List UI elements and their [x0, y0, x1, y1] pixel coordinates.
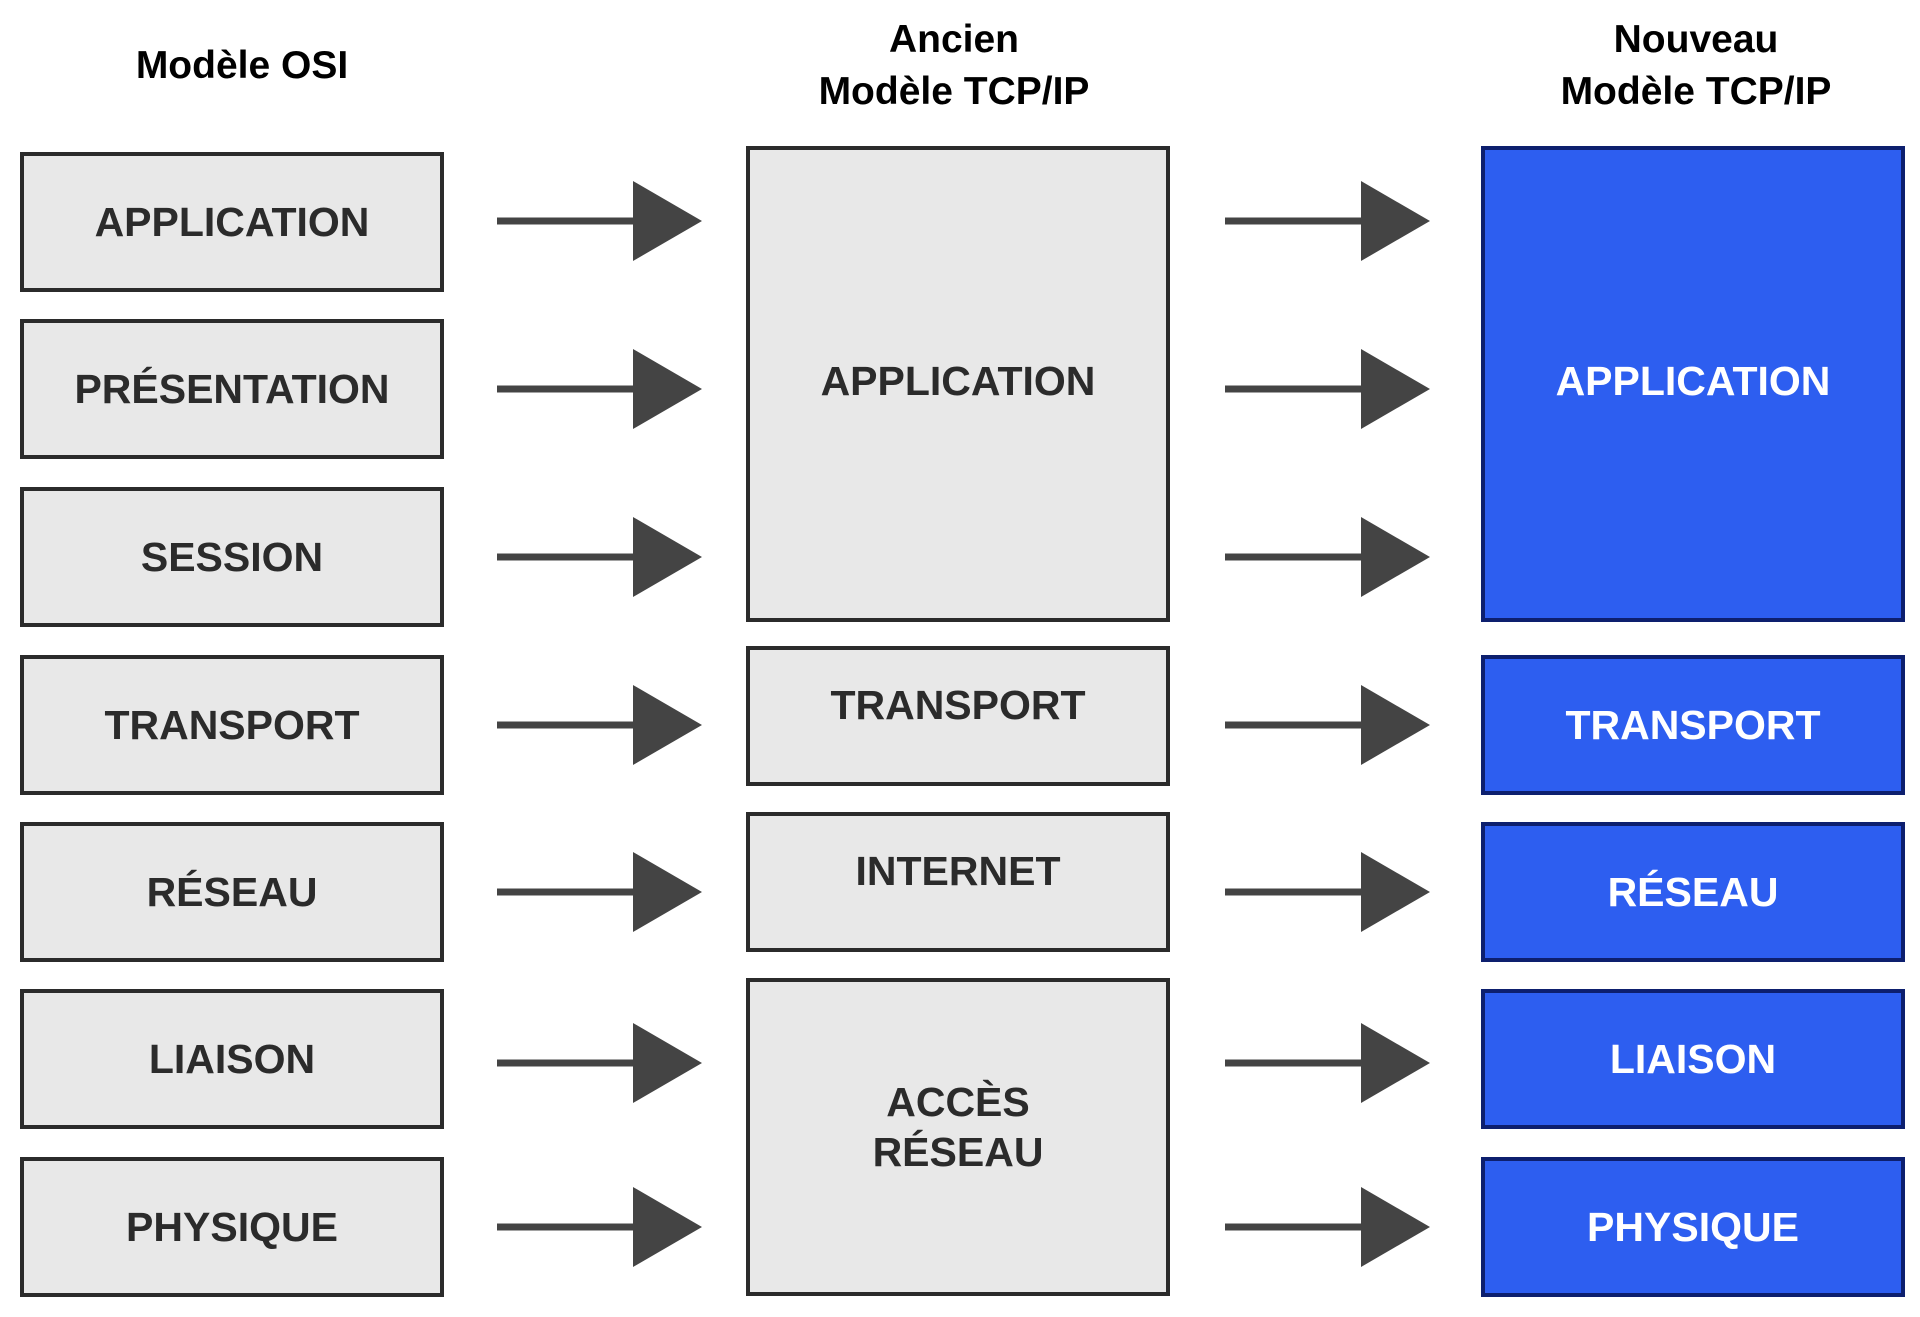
arrow-icon: [497, 685, 702, 765]
old-tcpip-layer-acces-reseau: ACCÈS RÉSEAU: [746, 978, 1170, 1296]
osi-layer-label: APPLICATION: [94, 199, 370, 245]
osi-title-line-1: Modèle OSI: [135, 44, 349, 87]
old-tcpip-layer-internet: INTERNET: [746, 812, 1170, 952]
osi-layer-label: PHYSIQUE: [126, 1204, 338, 1250]
arrow-icon: [497, 181, 702, 261]
arrow-icon: [1225, 852, 1430, 932]
osi-layer-transport: TRANSPORT: [20, 655, 444, 795]
arrow-icon: [1225, 1023, 1430, 1103]
old-tcpip-title-line-2: Modèle TCP/IP: [818, 70, 1090, 113]
new-tcpip-layer-reseau: RÉSEAU: [1481, 822, 1905, 962]
osi-layer-label: PRÉSENTATION: [74, 366, 390, 412]
old-tcpip-column-title: Ancien Modèle TCP/IP: [704, 14, 1204, 118]
osi-layer-label: TRANSPORT: [104, 702, 360, 748]
arrow-icon: [497, 1023, 702, 1103]
new-tcpip-title-line-1: Nouveau: [1613, 18, 1779, 61]
osi-layer-application: APPLICATION: [20, 152, 444, 292]
osi-layer-label: RÉSEAU: [146, 869, 318, 915]
arrow-icon: [1225, 349, 1430, 429]
osi-layer-presentation: PRÉSENTATION: [20, 319, 444, 459]
osi-layer-label: SESSION: [140, 534, 324, 580]
new-tcpip-layer-label: PHYSIQUE: [1587, 1204, 1799, 1250]
arrow-icon: [1225, 517, 1430, 597]
arrow-icon: [1225, 181, 1430, 261]
new-tcpip-layer-label: LIAISON: [1609, 1036, 1777, 1082]
osi-layer-label: LIAISON: [148, 1036, 316, 1082]
new-tcpip-layer-label: APPLICATION: [1555, 357, 1831, 404]
old-tcpip-layer-label: TRANSPORT: [830, 682, 1086, 728]
new-tcpip-layer-application: APPLICATION: [1481, 146, 1905, 622]
old-tcpip-layer-application: APPLICATION: [746, 146, 1170, 622]
new-tcpip-title-line-2: Modèle TCP/IP: [1560, 70, 1832, 113]
old-tcpip-layer-label: APPLICATION: [820, 357, 1096, 404]
new-tcpip-layer-transport: TRANSPORT: [1481, 655, 1905, 795]
arrow-icon: [1225, 685, 1430, 765]
osi-layer-session: SESSION: [20, 487, 444, 627]
osi-layer-physique: PHYSIQUE: [20, 1157, 444, 1297]
arrow-icon: [497, 349, 702, 429]
arrow-icon: [1225, 1187, 1430, 1267]
old-tcpip-layer-label: INTERNET: [855, 848, 1061, 894]
new-tcpip-column-title: Nouveau Modèle TCP/IP: [1446, 14, 1920, 118]
osi-layer-reseau: RÉSEAU: [20, 822, 444, 962]
arrow-icon: [497, 517, 702, 597]
old-tcpip-layer-label: ACCÈS RÉSEAU: [872, 1079, 1044, 1175]
new-tcpip-layer-liaison: LIAISON: [1481, 989, 1905, 1129]
osi-column-title: Modèle OSI: [0, 40, 492, 92]
old-tcpip-layer-transport: TRANSPORT: [746, 646, 1170, 786]
osi-layer-liaison: LIAISON: [20, 989, 444, 1129]
arrow-icon: [497, 1187, 702, 1267]
new-tcpip-layer-label: TRANSPORT: [1565, 702, 1821, 748]
new-tcpip-layer-physique: PHYSIQUE: [1481, 1157, 1905, 1297]
new-tcpip-layer-label: RÉSEAU: [1607, 869, 1779, 915]
old-tcpip-title-line-1: Ancien: [888, 18, 1020, 61]
arrow-icon: [497, 852, 702, 932]
